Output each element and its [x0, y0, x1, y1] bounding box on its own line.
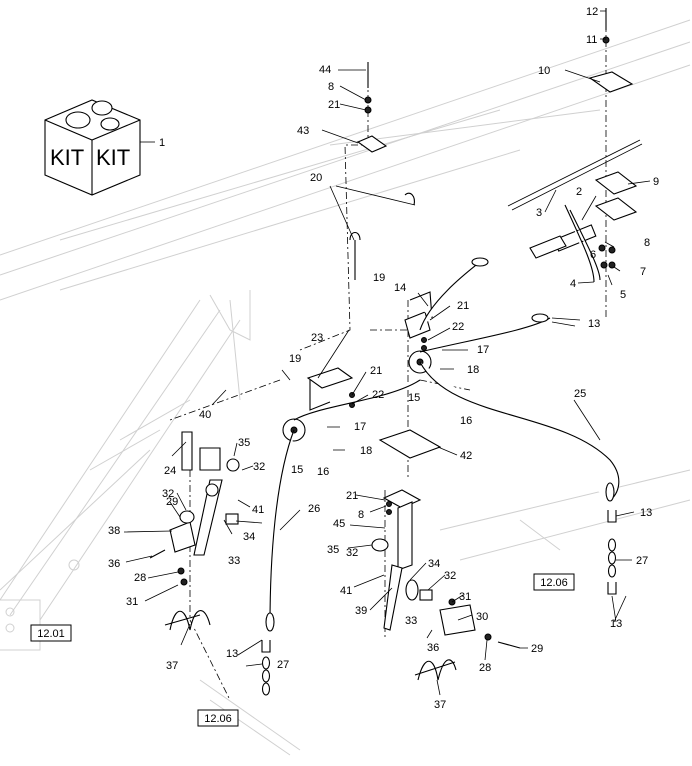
callout-22-right: 22 — [452, 321, 464, 333]
cylinder-assembly — [507, 71, 643, 283]
callout-38: 38 — [108, 525, 120, 537]
callout-31-right: 31 — [459, 591, 471, 603]
callout-15-left: 15 — [291, 464, 303, 476]
callout-13-right-top: 13 — [640, 507, 652, 519]
kit-box-part: KIT KIT — [44, 99, 155, 196]
callout-41-right: 41 — [340, 585, 352, 597]
callout-36-left: 36 — [108, 558, 120, 570]
callout-28-right: 28 — [479, 662, 491, 674]
callout-19-lower: 19 — [289, 353, 301, 365]
callout-14: 14 — [394, 282, 406, 294]
callout-20: 20 — [310, 172, 322, 184]
callout-2: 2 — [576, 186, 582, 198]
callout-22-left: 22 — [372, 389, 384, 401]
callout-6: 6 — [590, 249, 596, 261]
callout-8-lower: 8 — [358, 509, 364, 521]
callout-32-left-upper: 32 — [253, 461, 265, 473]
callout-36-right: 36 — [427, 642, 439, 654]
callout-33-right: 33 — [405, 615, 417, 627]
pulley-brackets — [282, 291, 433, 442]
callout-17-right: 17 — [477, 344, 489, 356]
callout-34-left: 34 — [243, 531, 255, 543]
callout-9: 9 — [653, 176, 659, 188]
callout-34-right: 34 — [428, 558, 440, 570]
callout-10: 10 — [538, 65, 550, 77]
callout-12: 12 — [586, 6, 598, 18]
callout-37-right: 37 — [434, 699, 446, 711]
callout-8-right: 8 — [644, 237, 650, 249]
callout-32-right-lower: 32 — [346, 547, 358, 559]
callout-16-right: 16 — [460, 415, 472, 427]
callout-11: 11 — [586, 34, 597, 46]
callout-numbers: 1 2 3 4 5 6 7 8 8 8 9 10 11 12 13 13 13 … — [108, 6, 659, 711]
callout-29-left: 29 — [166, 496, 178, 508]
callout-25: 25 — [574, 388, 586, 400]
callout-27-right: 27 — [636, 555, 648, 567]
callout-4: 4 — [570, 278, 576, 290]
callout-26: 26 — [308, 503, 320, 515]
callout-42: 42 — [460, 450, 472, 462]
callout-13-lower-left: 13 — [226, 648, 238, 660]
callout-17-left: 17 — [354, 421, 366, 433]
callout-37-left: 37 — [166, 660, 178, 672]
callout-21-lower: 21 — [346, 490, 358, 502]
callout-15-right: 15 — [408, 392, 420, 404]
callout-13-upper: 13 — [588, 318, 600, 330]
left-pedal-assembly — [149, 431, 240, 631]
callout-1: 1 — [159, 137, 165, 149]
callout-18-right: 18 — [467, 364, 479, 376]
callout-39: 39 — [355, 605, 367, 617]
chain-links — [261, 510, 617, 696]
callout-16-left: 16 — [317, 466, 329, 478]
right-pedal-assembly — [371, 489, 521, 681]
reference-box-12-06-right: 12.06 — [540, 577, 568, 589]
callout-21-center: 21 — [370, 365, 382, 377]
callout-13-right-bottom: 13 — [610, 618, 622, 630]
callout-33-left: 33 — [228, 555, 240, 567]
callout-31-left: 31 — [126, 596, 138, 608]
callout-44: 44 — [319, 64, 331, 76]
callout-40: 40 — [199, 409, 211, 421]
callout-21-top: 21 — [328, 99, 340, 111]
callout-24: 24 — [164, 465, 176, 477]
callout-8-top: 8 — [328, 81, 334, 93]
leader-lines — [123, 10, 651, 696]
callout-21-bracket: 21 — [457, 300, 469, 312]
kit-label-right: KIT — [96, 145, 130, 170]
callout-45: 45 — [333, 518, 345, 530]
callout-23: 23 — [311, 332, 323, 344]
reference-box-12-06-lower: 12.06 — [204, 713, 232, 725]
callout-32-left-lower: 32 — [162, 488, 174, 500]
callout-5: 5 — [620, 289, 626, 301]
callout-35-right: 35 — [327, 544, 339, 556]
callout-19-upper: 19 — [373, 272, 385, 284]
callout-43: 43 — [297, 125, 309, 137]
callout-3: 3 — [536, 207, 542, 219]
reference-box-12-01: 12.01 — [37, 628, 65, 640]
reference-boxes: 12.01 12.06 12.06 — [30, 573, 575, 727]
callout-27-lower: 27 — [277, 659, 289, 671]
callout-32-right-upper: 32 — [444, 570, 456, 582]
callout-35-left: 35 — [238, 437, 250, 449]
mounting-plates — [356, 8, 610, 459]
callout-30: 30 — [476, 611, 488, 623]
callout-7: 7 — [640, 266, 646, 278]
callout-41-left: 41 — [252, 504, 264, 516]
cables — [265, 192, 620, 632]
callout-18-left: 18 — [360, 445, 372, 457]
kit-label-left: KIT — [50, 145, 84, 170]
callout-29-right: 29 — [531, 643, 543, 655]
callout-28-left: 28 — [134, 572, 146, 584]
